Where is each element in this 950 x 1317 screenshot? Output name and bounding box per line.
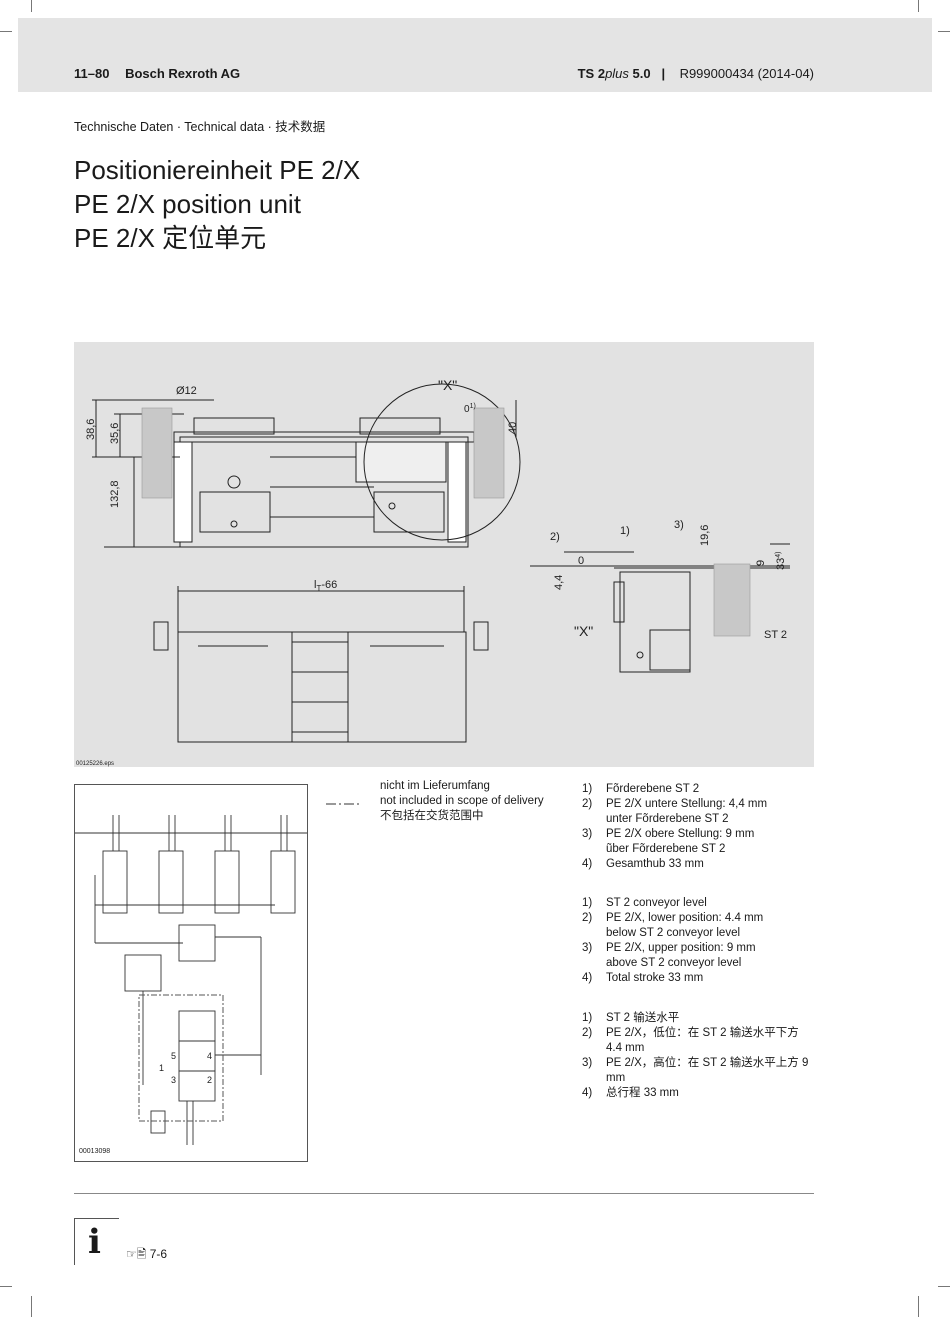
dim-132-8: 132,8 — [109, 480, 121, 508]
technical-drawing: Ø12 "X" 01) 40 38,6 35,6 132,8 lT-66 2) … — [74, 342, 814, 767]
valve-block-5-2 — [178, 1010, 216, 1042]
port-3: 3 — [171, 1075, 176, 1085]
note-item: 1)ST 2 conveyor level — [582, 897, 707, 909]
cylinder — [214, 850, 240, 914]
detail-x-circle — [363, 383, 521, 541]
legend-zh: 不包括在交货范围中 — [380, 810, 484, 822]
product-version: 5.0 — [632, 66, 651, 81]
legend-symbol — [326, 793, 362, 805]
throttle-check-valve — [178, 924, 216, 962]
not-included-boundary — [138, 994, 224, 1122]
reference-icon: ☞🖹 — [126, 1247, 147, 1261]
note-item: 3)PE 2/X，高位：在 ST 2 输送水平上方 9 mm — [582, 1057, 809, 1084]
page-title: Positioniereinheit PE 2/X PE 2/X positio… — [74, 153, 360, 255]
crop-mark — [918, 1296, 919, 1317]
crop-mark — [31, 0, 32, 12]
dim-33: 334) — [775, 552, 787, 570]
title-zh: PE 2/X 定位单元 — [74, 223, 267, 253]
note-item: 1)Fõrderebene ST 2 — [582, 783, 700, 795]
product-italic: plus — [605, 66, 629, 81]
port-2: 2 — [207, 1075, 212, 1085]
note-item: 4)Gesamthub 33 mm — [582, 858, 704, 870]
port-4: 4 — [207, 1051, 212, 1061]
note-item: 2)PE 2/X，低位：在 ST 2 输送水平下方 4.4 mm — [582, 1027, 799, 1054]
ref-2: 2) — [550, 531, 560, 543]
conveyor-profile-left — [141, 407, 173, 499]
ref-3: 3) — [674, 519, 684, 531]
header-band — [18, 18, 932, 92]
crop-mark — [31, 1296, 32, 1317]
conveyor-profile-detail — [713, 563, 751, 637]
dim-9: 9 — [755, 560, 767, 566]
dim-length: lT-66 — [314, 579, 337, 593]
company-name: Bosch Rexroth AG — [125, 66, 241, 81]
unit-top-body — [177, 631, 467, 743]
note-item: 3)PE 2/X, upper position: 9 mm above ST … — [582, 942, 756, 969]
page-number: 11–80 — [74, 66, 110, 81]
footer-divider — [74, 1193, 814, 1194]
schematic-svg: 5 4 1 3 2 00013098 — [75, 815, 307, 1155]
conveyor-profile-right — [473, 407, 505, 499]
port-1: 1 — [159, 1063, 164, 1073]
dim-38-6: 38,6 — [85, 419, 97, 440]
crop-mark — [918, 0, 919, 12]
crop-mark — [938, 1286, 950, 1287]
reference-page: 7-6 — [149, 1247, 168, 1261]
cylinder — [158, 850, 184, 914]
header-separator: | — [661, 66, 666, 81]
note-item: 3)PE 2/X obere Stellung: 9 mm ũber Fõrde… — [582, 828, 755, 855]
dim-40: 40 — [507, 422, 519, 434]
legend-de: nicht im Lieferumfang — [380, 780, 490, 792]
cross-reference[interactable]: ☞🖹 7-6 — [126, 1245, 167, 1266]
note-item: 2)PE 2/X, lower position: 4.4 mm below S… — [582, 912, 764, 939]
note-item: 4)Total stroke 33 mm — [582, 972, 704, 984]
note-item: 1)ST 2 输送水平 — [582, 1012, 680, 1024]
title-de: Positioniereinheit PE 2/X — [74, 155, 361, 185]
title-en: PE 2/X position unit — [74, 189, 301, 219]
label-st2: ST 2 — [764, 629, 787, 641]
section-label: Technische Daten · Technical data · 技术数据 — [74, 120, 326, 134]
dim-35-6: 35,6 — [109, 423, 121, 444]
note-item: 2)PE 2/X untere Stellung: 4,4 mm unter F… — [582, 798, 768, 825]
throttle-check-valve — [124, 954, 162, 992]
notes-chinese: 1)ST 2 输送水平 2)PE 2/X，低位：在 ST 2 输送水平下方 4.… — [582, 1011, 816, 1101]
label-detail-x-bottom: "X" — [574, 623, 593, 639]
legend-en: not included in scope of delivery — [380, 795, 544, 807]
dim-19-6: 19,6 — [699, 525, 711, 546]
info-box — [74, 1218, 119, 1265]
drawing-svg: Ø12 "X" 01) 40 38,6 35,6 132,8 lT-66 2) … — [76, 377, 790, 767]
info-icon: i — [88, 1222, 101, 1262]
schematic-file-id: 00013098 — [79, 1148, 110, 1155]
drawing-file-id: 00125226.eps — [76, 761, 114, 767]
label-diameter: Ø12 — [176, 385, 197, 397]
crop-mark — [938, 31, 950, 32]
header-left: 11–80 Bosch Rexroth AG — [74, 66, 240, 81]
crop-mark — [0, 31, 12, 32]
label-zero-note: 01) — [464, 403, 476, 415]
label-detail-x-top: "X" — [438, 377, 457, 393]
label-zero: 0 — [578, 555, 584, 567]
note-item: 4)总行程 33 mm — [582, 1087, 679, 1099]
header-right: TS 2plus 5.0 | R999000434 (2014-04) — [578, 66, 814, 81]
product-prefix: TS 2 — [577, 66, 606, 81]
dim-4-4: 4,4 — [553, 575, 565, 590]
notes-german: 1)Fõrderebene ST 2 2)PE 2/X untere Stell… — [582, 782, 816, 872]
cylinder — [102, 850, 128, 914]
pneumatic-schematic: 5 4 1 3 2 00013098 — [74, 784, 308, 1162]
ref-1: 1) — [620, 525, 630, 537]
cylinder — [270, 850, 296, 914]
crop-mark — [0, 1286, 12, 1287]
legend-text: nicht im Lieferumfang not included in sc… — [380, 779, 544, 824]
port-5: 5 — [171, 1051, 176, 1061]
notes-english: 1)ST 2 conveyor level 2)PE 2/X, lower po… — [582, 896, 816, 986]
doc-number: R999000434 (2014-04) — [679, 66, 814, 81]
